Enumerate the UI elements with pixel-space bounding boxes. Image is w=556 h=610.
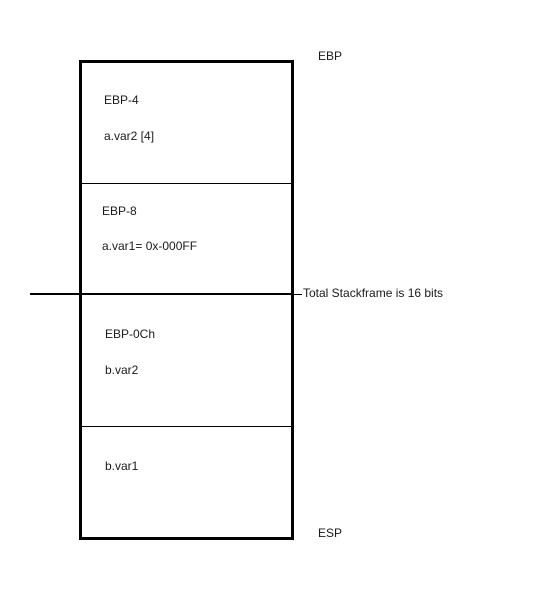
frame-boundary-line <box>30 293 294 295</box>
cell-divider-3 <box>82 426 291 427</box>
cell-1-var: a.var2 [4] <box>104 129 155 143</box>
cell-1-offset: EBP-4 <box>104 93 139 107</box>
frame-boundary-extension <box>294 294 302 295</box>
esp-label: ESP <box>318 526 343 540</box>
ebp-label: EBP <box>318 49 343 63</box>
total-stackframe-note: Total Stackframe is 16 bits <box>303 286 444 300</box>
cell-2-var: a.var1= 0x-000FF <box>102 239 198 253</box>
cell-2-offset: EBP-8 <box>102 204 137 218</box>
cell-3-var: b.var2 <box>105 363 139 377</box>
cell-3-offset: EBP-0Ch <box>105 327 156 341</box>
cell-4-var: b.var1 <box>105 459 139 473</box>
stack-frame-box <box>79 60 294 540</box>
cell-divider-1 <box>82 183 291 184</box>
